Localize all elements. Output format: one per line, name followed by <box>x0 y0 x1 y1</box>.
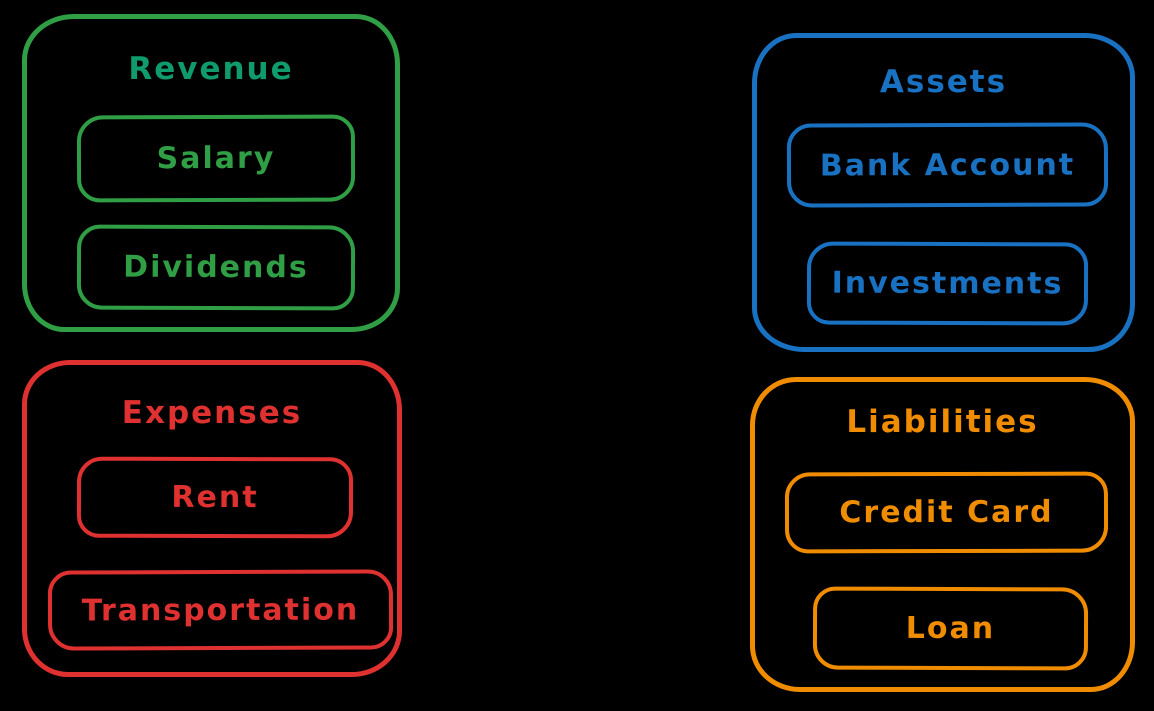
node-transportation: Transportation <box>47 569 394 651</box>
group-revenue: Revenue Salary Dividends <box>22 14 400 332</box>
node-label-salary: Salary <box>156 140 276 177</box>
node-label-investments: Investments <box>831 265 1064 302</box>
group-liabilities: Liabilities Credit Card Loan <box>750 377 1135 692</box>
node-rent: Rent <box>76 456 354 539</box>
node-dividends: Dividends <box>76 224 356 311</box>
node-bank-account: Bank Account <box>786 122 1109 208</box>
node-loan: Loan <box>812 586 1089 671</box>
node-label-rent: Rent <box>171 479 259 516</box>
node-label-loan: Loan <box>905 610 996 647</box>
group-title-expenses: Expenses <box>121 395 303 431</box>
group-assets: Assets Bank Account Investments <box>752 33 1135 352</box>
node-credit-card: Credit Card <box>784 471 1109 554</box>
node-label-bank-account: Bank Account <box>819 147 1076 183</box>
node-salary: Salary <box>76 114 356 203</box>
group-title-liabilities: Liabilities <box>846 404 1039 440</box>
node-label-dividends: Dividends <box>123 249 309 286</box>
group-expenses: Expenses Rent Transportation <box>22 360 402 677</box>
group-title-revenue: Revenue <box>128 51 294 87</box>
node-label-transportation: Transportation <box>81 592 360 628</box>
node-investments: Investments <box>806 241 1089 326</box>
node-label-credit-card: Credit Card <box>839 494 1054 531</box>
group-title-assets: Assets <box>879 64 1008 100</box>
